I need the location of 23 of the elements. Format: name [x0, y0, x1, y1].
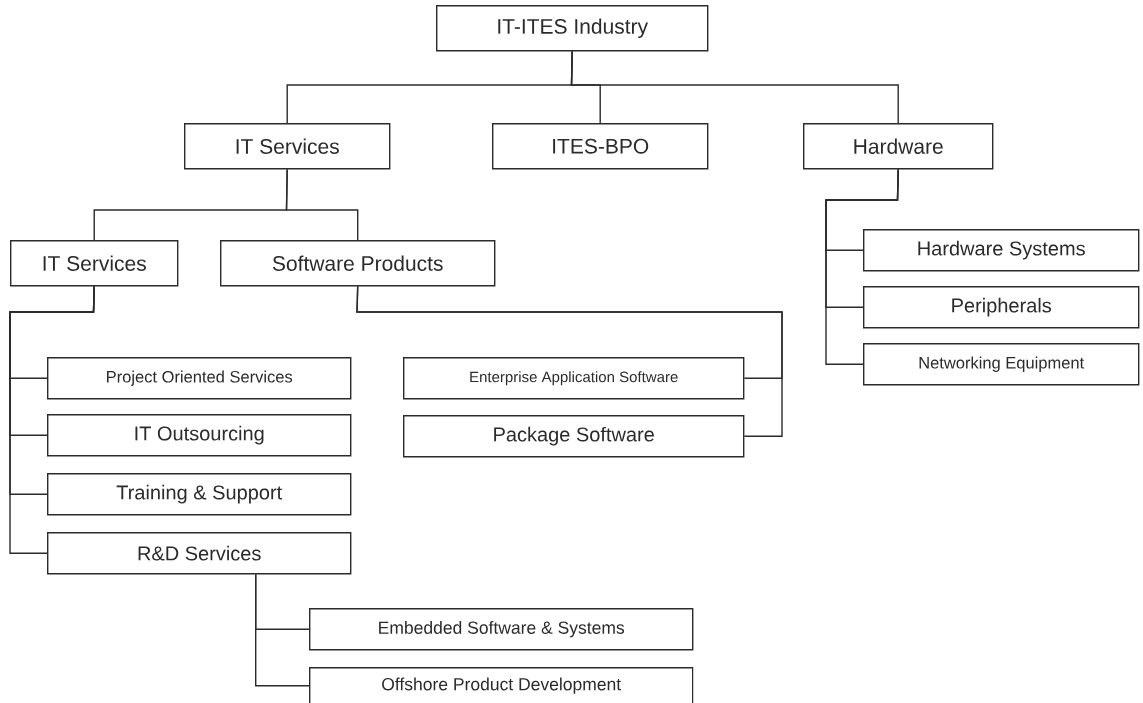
org-box: ITES-BPO: [492, 123, 709, 170]
org-box: Enterprise Application Software: [403, 357, 745, 400]
org-box: Hardware: [803, 123, 994, 170]
connector-line: [570, 50, 899, 124]
connector-line: [255, 573, 310, 687]
org-box: R&D Services: [47, 532, 352, 575]
org-box: IT Services: [184, 123, 391, 170]
connector-line: [825, 168, 899, 365]
org-box: Networking Equipment: [863, 343, 1140, 386]
org-box: IT Outsourcing: [47, 414, 352, 457]
org-box: Offshore Product Development: [309, 667, 694, 703]
org-box: Embedded Software & Systems: [309, 608, 694, 651]
org-box: Peripherals: [863, 286, 1140, 329]
org-box: Project Oriented Services: [47, 357, 352, 400]
connector-line: [285, 168, 359, 241]
org-box: IT-ITES Industry: [436, 5, 709, 52]
org-box: IT Services: [10, 240, 179, 287]
org-box: Hardware Systems: [863, 229, 1140, 272]
connector-line: [9, 285, 95, 554]
org-box: Training & Support: [47, 473, 352, 516]
connector-line: [356, 285, 783, 437]
org-box: Software Products: [220, 240, 496, 287]
org-box: Package Software: [403, 415, 745, 458]
